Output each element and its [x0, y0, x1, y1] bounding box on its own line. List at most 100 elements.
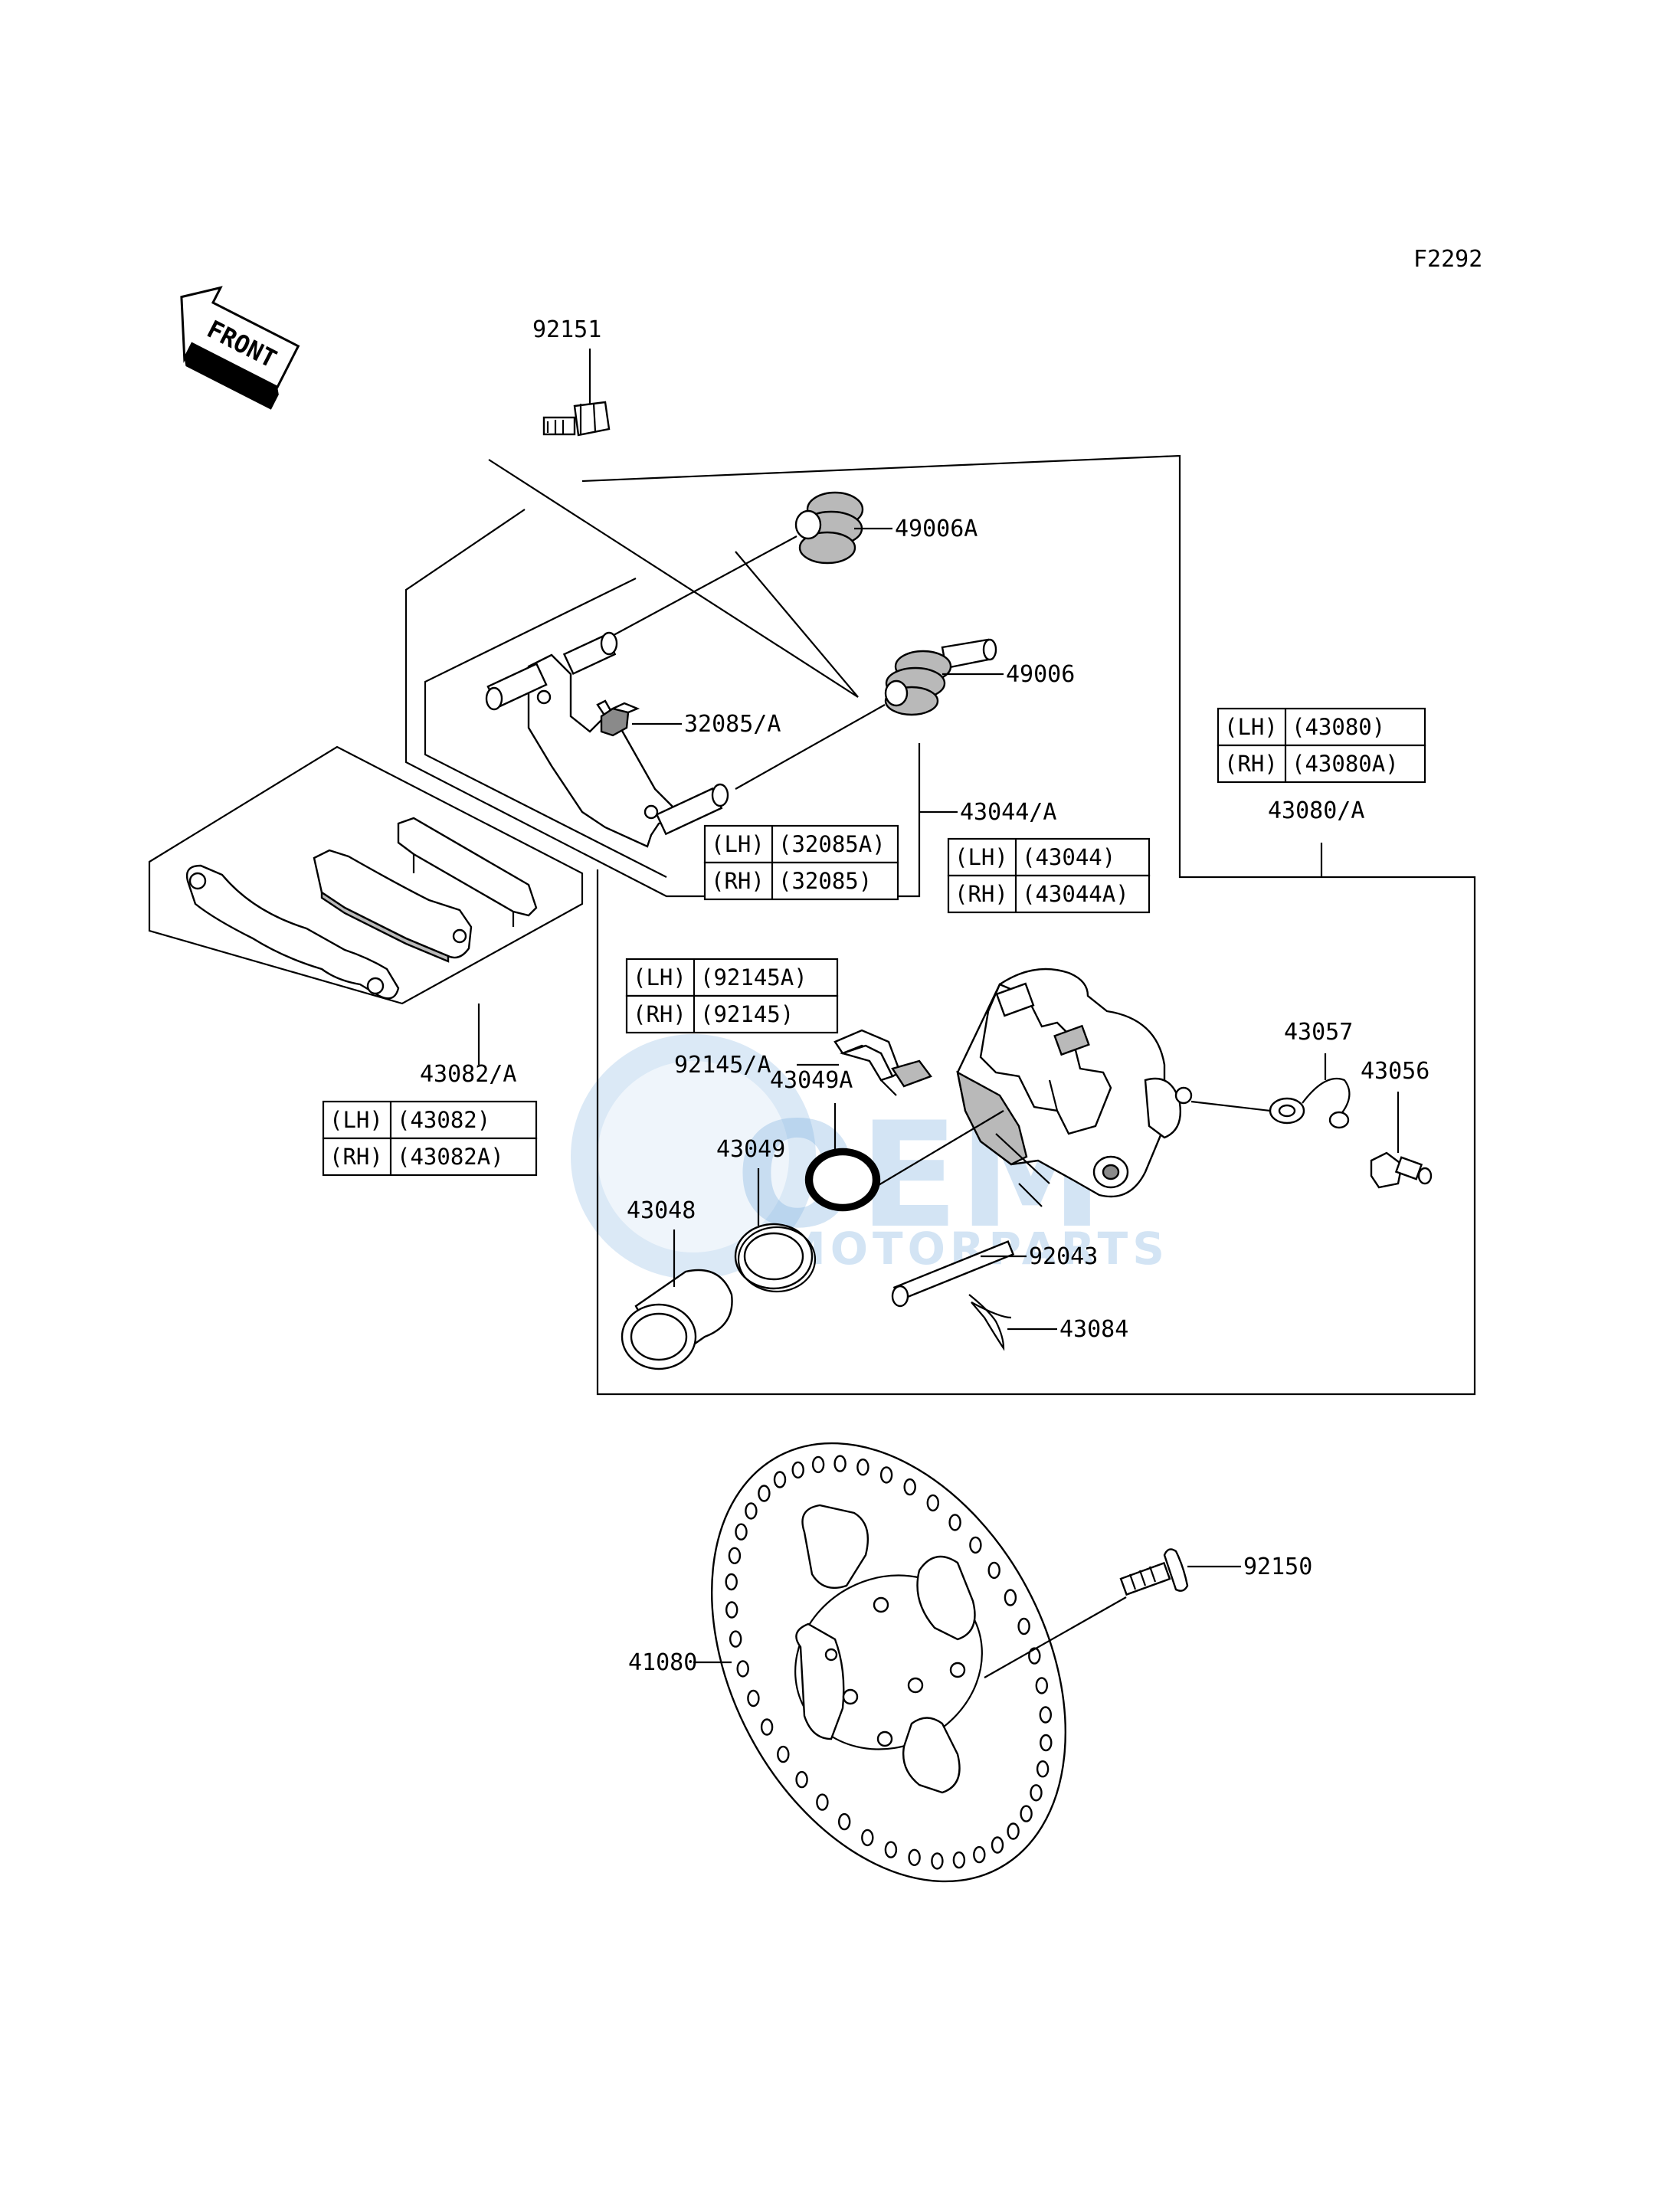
variant-part: (92145) — [700, 1001, 794, 1027]
disc-hole — [837, 1812, 851, 1831]
disc-hole — [728, 1547, 742, 1565]
label-92151: 92151 — [532, 316, 601, 343]
variant-side: (RH) — [329, 1144, 383, 1170]
label-92145A: 92145/A — [674, 1052, 771, 1079]
disc-hole — [725, 1601, 738, 1619]
pad-spring-92145 — [833, 1029, 932, 1096]
variant-table-43080: (LH) (43080) (RH) (43080A) — [1217, 707, 1426, 784]
disc-hole — [795, 1770, 808, 1789]
front-arrow-icon: FRONT — [180, 286, 300, 410]
variant-side: (RH) — [1224, 751, 1278, 777]
variant-part: (32085) — [778, 868, 872, 894]
variant-part: (43080A) — [1292, 751, 1399, 777]
disc-hole — [725, 1573, 738, 1591]
variant-side: (RH) — [633, 1001, 686, 1027]
disc-hole — [973, 1845, 986, 1864]
disc-hole — [811, 1455, 825, 1474]
label-43084: 43084 — [1059, 1316, 1128, 1343]
variant-table-43082: (LH) (43082) (RH) (43082A) — [322, 1100, 538, 1177]
caliper-assembly-frame — [581, 454, 1476, 1396]
disc-hole — [773, 1471, 787, 1488]
bracket-inner-frame — [424, 578, 667, 878]
seal-43049 — [734, 1223, 817, 1293]
label-49006: 49006 — [1006, 661, 1075, 688]
variant-table-92145: (LH)(92145A)(RH)(92145) — [625, 958, 839, 1034]
variant-table-43044: (LH) (43044) (RH) (43044A) — [947, 837, 1151, 914]
disc-hole — [1007, 1822, 1020, 1840]
variant-part: (32085A) — [778, 831, 886, 857]
label-43049: 43049 — [716, 1136, 785, 1163]
figure-code: F2292 — [1413, 246, 1482, 273]
disc-hole — [903, 1478, 916, 1496]
variant-side: (LH) — [711, 831, 765, 857]
disc-holes — [725, 1455, 1053, 1870]
disc-hole — [1035, 1677, 1049, 1694]
disc-hole — [1040, 1734, 1053, 1752]
piston-43048 — [621, 1269, 733, 1370]
label-43049A: 43049A — [770, 1067, 853, 1094]
disc-hole — [1020, 1805, 1033, 1822]
disc-hole — [948, 1514, 961, 1531]
disc-hole — [879, 1466, 893, 1484]
variant-part: (43082A) — [397, 1144, 504, 1170]
disc-hole — [1028, 1647, 1041, 1665]
bolt-92151 — [542, 401, 611, 437]
variant-side: (LH) — [329, 1107, 383, 1133]
variant-part: (43080) — [1292, 714, 1385, 740]
label-43056: 43056 — [1361, 1058, 1429, 1085]
caliper-bracket-43044 — [485, 631, 729, 848]
disc-hole — [861, 1829, 874, 1847]
label-43082A: 43082/A — [420, 1061, 516, 1088]
disc-hole — [1039, 1706, 1053, 1724]
variant-table-32085: (LH) (32085A) (RH) (32085) — [703, 824, 899, 901]
disc-hole — [1036, 1760, 1050, 1778]
caliper-body — [956, 968, 1193, 1198]
variant-part: (43082) — [397, 1107, 490, 1133]
clip-32085 — [600, 702, 640, 737]
disc-hole — [760, 1718, 774, 1736]
disc-hole — [952, 1851, 966, 1869]
disc-hole — [931, 1852, 944, 1870]
label-49006A: 49006A — [895, 516, 978, 542]
label-43048: 43048 — [627, 1197, 696, 1224]
variant-side: (LH) — [1224, 714, 1278, 740]
variant-side: (LH) — [955, 844, 1008, 870]
variant-part: (43044) — [1022, 844, 1115, 870]
disc-hole — [969, 1536, 982, 1554]
variant-part: (43044A) — [1022, 881, 1129, 907]
label-41080: 41080 — [628, 1649, 697, 1676]
bolt-guide-line — [488, 459, 859, 698]
banjo-43057 — [1269, 1077, 1351, 1129]
disc-hole — [1017, 1617, 1030, 1635]
disc-hole — [816, 1793, 829, 1811]
disc-hole — [926, 1494, 940, 1512]
disc-hole — [736, 1660, 749, 1678]
disc-hole — [884, 1841, 898, 1858]
disc-hole — [729, 1630, 742, 1648]
bleeder-43056 — [1370, 1151, 1433, 1189]
disc-hole — [991, 1836, 1004, 1854]
variant-side: (RH) — [955, 881, 1008, 907]
label-43080A: 43080/A — [1268, 797, 1364, 824]
brake-pads-43082 — [148, 745, 584, 1005]
label-32085A: 32085/A — [684, 711, 781, 738]
disc-hole — [745, 1502, 758, 1520]
disc-hole — [777, 1745, 790, 1763]
variant-part: (92145A) — [700, 964, 807, 990]
disc-hole — [735, 1523, 748, 1541]
bracket-assembly-frame — [404, 509, 921, 898]
disc-hole — [1004, 1589, 1017, 1606]
disc-hole — [856, 1458, 869, 1476]
variant-side: (RH) — [711, 868, 765, 894]
variant-tables: (LH) (32085A) (RH) (32085) (LH) (43044) (RH) (4… — [322, 707, 1426, 1177]
disc-hole — [908, 1848, 921, 1867]
label-43044A: 43044/A — [960, 799, 1056, 826]
disc-hole — [1030, 1784, 1043, 1802]
clip-43084 — [968, 1294, 1012, 1351]
disc-hole — [758, 1485, 771, 1502]
disc-hole — [987, 1561, 1000, 1580]
bolt-92150 — [1119, 1548, 1189, 1596]
disc-hole — [791, 1461, 804, 1479]
disc-hole — [833, 1455, 847, 1472]
